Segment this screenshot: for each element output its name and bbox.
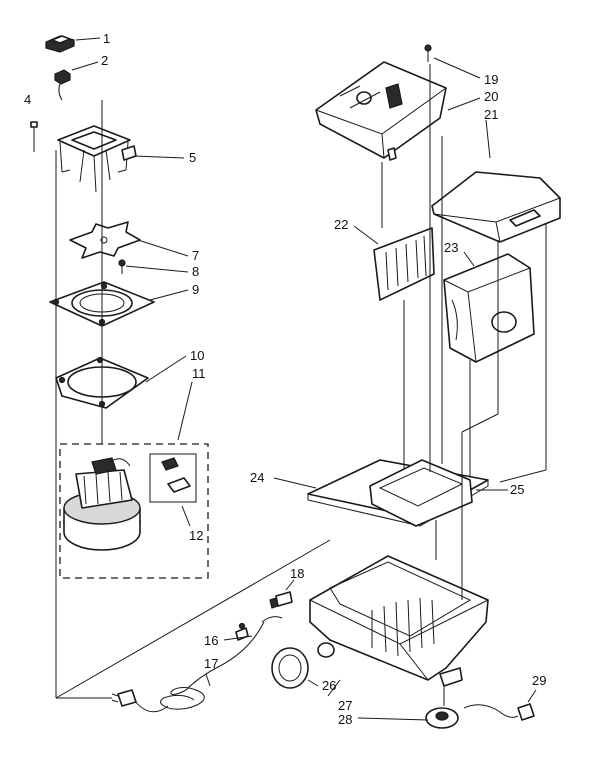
callout-24: 24 <box>250 470 264 485</box>
callout-26: 26 <box>322 678 336 693</box>
callout-20: 20 <box>484 89 498 104</box>
part-27-main-body <box>309 555 489 687</box>
part-26-ring <box>271 647 309 689</box>
part-17-power-cord <box>111 621 265 713</box>
callout-9: 9 <box>192 282 199 297</box>
callout-11: 11 <box>192 366 206 381</box>
part-21-lid <box>431 171 561 243</box>
callout-19: 19 <box>484 72 498 87</box>
part-18-strain-relief <box>269 591 293 609</box>
part-16-clip <box>235 616 283 641</box>
callout-23: 23 <box>444 240 458 255</box>
callout-29: 29 <box>532 673 546 688</box>
callout-4: 4 <box>24 92 31 107</box>
part-1-switch-button <box>45 35 75 53</box>
part-7-mounting-plate <box>69 221 141 259</box>
callout-21: 21 <box>484 107 498 122</box>
part-8-screw <box>118 259 126 274</box>
callout-2: 2 <box>101 53 108 68</box>
callout-28: 28 <box>338 712 352 727</box>
motor-assembly <box>63 457 141 551</box>
callout-labels: 1 2 4 5 7 8 9 10 11 12 16 17 18 19 20 21… <box>24 31 546 727</box>
callout-8: 8 <box>192 264 199 279</box>
part-28-wheel <box>425 707 459 729</box>
part-19-screw <box>424 44 432 62</box>
part-2-switch <box>54 69 71 101</box>
callout-1: 1 <box>103 31 110 46</box>
callout-25: 25 <box>510 482 524 497</box>
callout-16: 16 <box>204 633 218 648</box>
part-12-brush-kit <box>149 453 197 503</box>
callout-18: 18 <box>290 566 304 581</box>
part-23-dust-bag <box>443 253 535 363</box>
assembly-guide-lines <box>33 64 547 706</box>
part-20-top-cover <box>315 61 447 161</box>
callout-12: 12 <box>189 528 203 543</box>
callout-7: 7 <box>192 248 199 263</box>
part-29-cord-connector <box>463 703 535 721</box>
part-4-screw <box>30 121 38 140</box>
callout-27: 27 <box>338 698 352 713</box>
callout-leader-lines <box>71 37 537 721</box>
callout-22: 22 <box>334 217 348 232</box>
part-5-switch-bracket <box>57 125 137 193</box>
part-22-filter <box>373 227 435 301</box>
callout-10: 10 <box>190 348 204 363</box>
part-11-motor-kit-box <box>59 443 209 579</box>
callout-17: 17 <box>204 656 218 671</box>
callout-5: 5 <box>189 150 196 165</box>
